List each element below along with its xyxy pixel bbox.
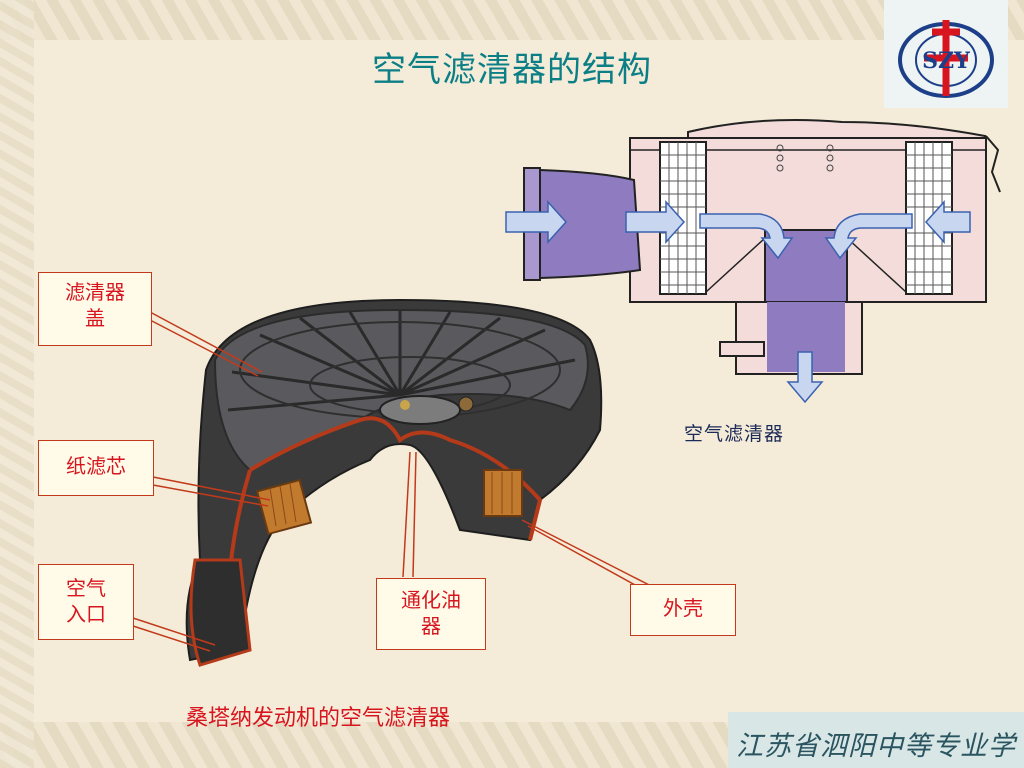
leader-vent-b: [412, 451, 417, 578]
label-housing: 外壳: [630, 584, 736, 636]
paper-element-right-pleats: [491, 472, 513, 514]
leader-vent: [402, 451, 411, 578]
schematic-clip: [985, 135, 1001, 193]
leader-inlet: [132, 617, 216, 646]
leader-paper-b: [152, 484, 269, 507]
arrow-outlet: [786, 351, 824, 404]
schematic-lid: [687, 118, 986, 143]
air-filter-schematic: [505, 118, 1001, 404]
school-logo: SZY: [884, 0, 1008, 108]
paper-element-left-pleats: [269, 483, 297, 527]
arrow-inlet: [505, 200, 568, 244]
slide-title: 空气滤清器的结构: [372, 50, 652, 90]
schematic-inlet-duct: [523, 169, 642, 279]
arrow-turn-left: [699, 213, 794, 260]
leader-inlet-b: [132, 625, 211, 652]
leader-cover-b: [149, 319, 259, 377]
leader-paper: [152, 476, 271, 501]
cover-ribs: [227, 310, 576, 412]
leader-housing: [521, 519, 656, 589]
decorative-border-left: [0, 0, 34, 768]
label-vent-pipe: 通化油 器: [376, 578, 486, 650]
hub-bolt-right: [458, 396, 474, 412]
paper-element-right: [483, 469, 523, 517]
leader-lines: [132, 311, 656, 652]
air-inlet-snout: [189, 558, 252, 667]
school-name: 江苏省泗阳中等专业学校: [736, 731, 1016, 762]
logo-red-mark: [924, 20, 968, 96]
schematic-caption: 空气滤清器: [684, 423, 785, 445]
label-filter-cover: 滤清器 盖: [38, 272, 152, 346]
school-banner: [728, 712, 1024, 768]
leader-cover: [149, 311, 263, 373]
label-air-inlet: 空气 入口: [38, 564, 134, 640]
logo-text: SZY: [922, 48, 970, 74]
arrow-into-right-filter: [924, 200, 971, 244]
arrow-into-left-filter: [625, 200, 686, 244]
schematic-small-tab: [719, 341, 765, 357]
decorative-border-top: [0, 0, 1024, 40]
arrow-turn-right: [824, 213, 913, 260]
figure-caption: 桑塔纳发动机的空气滤清器: [186, 706, 451, 731]
schematic-braces: [705, 237, 907, 293]
hub-bolt-left: [400, 400, 410, 410]
schematic-centre-dots: [776, 144, 834, 172]
air-filter-cutaway: [185, 298, 603, 667]
center-hub: [379, 395, 461, 425]
school-logo-graphic: SZY: [898, 20, 994, 98]
label-paper-element: 纸滤芯: [38, 440, 154, 496]
flow-arrows: [505, 200, 971, 404]
